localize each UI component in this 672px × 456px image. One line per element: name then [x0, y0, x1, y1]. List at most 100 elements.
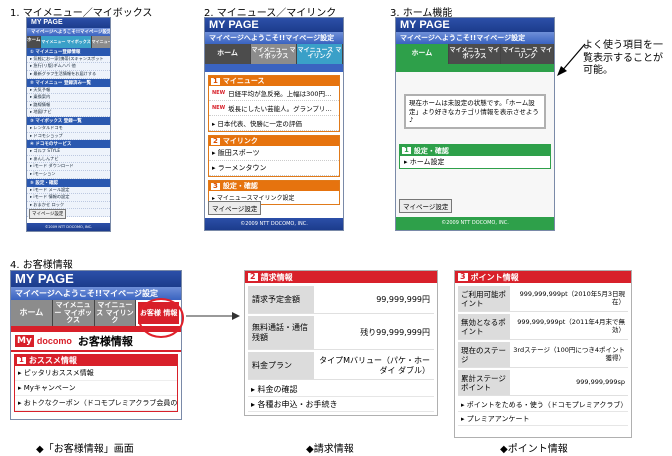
- recommend-item[interactable]: ▸ ピッタリおススメ情報: [15, 366, 177, 382]
- news-text: 日経平均が急反発。上幅は300円…: [228, 90, 332, 99]
- tab-mymenu[interactable]: マイメニュー マイボックス: [41, 35, 92, 48]
- tab-mynews[interactable]: マイニュース マイリンク: [501, 44, 554, 65]
- screen-mymenu: MY PAGE マイページへようこそ!!マイページ設定 ホーム マイメニュー マ…: [26, 17, 111, 232]
- list-group-header: ① マイメニュー登録情報: [27, 47, 110, 56]
- screen-home: MY PAGE マイページへようこそ!!マイページ設定 ホーム マイメニュー マ…: [395, 17, 555, 231]
- list-item[interactable]: ▸ 地図/ナビ: [27, 109, 110, 117]
- recommend-item[interactable]: ▸ Myキャンペーン: [15, 381, 177, 397]
- list-item[interactable]: ▸ おまかせ ロック: [27, 202, 110, 210]
- billing-label: 料金プラン: [248, 352, 314, 379]
- list-item[interactable]: ▸ ドコモショップ: [27, 133, 110, 141]
- settings-list: ▸ マイニュースマイリンク設定: [209, 191, 339, 204]
- list-item[interactable]: ▸ 路線情報: [27, 102, 110, 110]
- new-badge: NEW: [212, 105, 226, 112]
- points-links: ▸ ポイントをためる・使う（ドコモプレミアクラブ）▸ プレミアアンケート: [455, 398, 631, 426]
- caption-mynews: 2. マイニュース／マイリンク: [204, 8, 337, 19]
- billing-link[interactable]: ▸ 料金の確認: [248, 382, 434, 397]
- pointer-arrow-icon: [557, 43, 586, 76]
- points-value: 999,999,999pt（2011年4月末で無効）: [517, 317, 625, 334]
- tab-mymenu[interactable]: マイメニュー マイボックス: [52, 300, 95, 327]
- tab-mynews[interactable]: マイニュース マイリンク: [297, 44, 343, 65]
- home-notice: 現在ホームは未設定の状態です。「ホーム設定」より好きなカテゴリ情報を表示させよう…: [404, 94, 546, 130]
- list-item[interactable]: ▸ 天気予報: [27, 87, 110, 95]
- caption-mymenu: 1. マイメニュー／マイボックス: [10, 8, 153, 19]
- caption-home: 3. ホーム機能: [390, 8, 453, 19]
- news-text: 坂長にしたい芸能人。グランプリ…: [228, 105, 332, 114]
- highlight-circle: [138, 298, 184, 338]
- list-group-header: ④ ドコモのサービス: [27, 140, 110, 149]
- tab-home[interactable]: ホーム: [27, 35, 42, 48]
- brand-logo: MY PAGE: [396, 18, 554, 33]
- points-value: 999,999,999pt（2010年5月3日現在）: [519, 289, 625, 306]
- tab-mynews[interactable]: マイニュース マイリンク: [91, 35, 110, 48]
- settings-button[interactable]: マイページ設定: [208, 201, 262, 215]
- welcome-bar: マイページへようこそ!!マイページ設定: [11, 287, 181, 301]
- tab-home[interactable]: ホーム: [396, 44, 449, 65]
- tab-mymenu[interactable]: マイメニュー マイボックス: [251, 44, 297, 65]
- recommend-item[interactable]: ▸ おトクなクーポン（ドコモプレミアクラブ会員のみ）: [15, 396, 177, 412]
- list-item[interactable]: ▸ iモード 情報の設定: [27, 194, 110, 202]
- copyright: ©2009 NTT DOCOMO, INC.: [27, 223, 110, 231]
- billing-value: 99,999,999円: [376, 294, 430, 304]
- caption-points: ◆ポイント情報: [500, 444, 568, 455]
- tab-mymenu[interactable]: マイメニュー マイボックス: [448, 44, 502, 65]
- tab-mynews[interactable]: マイニュース マイリンク: [94, 300, 137, 327]
- screen-customer: MY PAGE マイページへようこそ!!マイページ設定 ホーム マイメニュー マ…: [10, 270, 182, 420]
- tab-bar: ホーム マイメニュー マイボックス マイニュース マイリンク お客様 情報: [11, 300, 181, 327]
- tab-home[interactable]: ホーム: [205, 44, 251, 65]
- points-value: 3rdステージ（100円につき4ポイント獲得）: [513, 345, 625, 362]
- list-item[interactable]: ▸ iモード ダウンロード: [27, 163, 110, 171]
- list-item[interactable]: ▸ 急行(リ版)ギムハバ 他: [27, 63, 110, 71]
- points-value: 999,999,999sp: [576, 377, 625, 386]
- list-item[interactable]: ▸ あんしんナビ: [27, 156, 110, 164]
- list-item[interactable]: ▸ 最新グラフ生活情報をお届けする: [27, 71, 110, 79]
- tab-home[interactable]: ホーム: [11, 300, 53, 327]
- points-link[interactable]: ▸ ポイントをためる・使う（ドコモプレミアクラブ）: [458, 398, 628, 412]
- settings-item[interactable]: ▸ マイニュースマイリンク設定: [212, 195, 295, 203]
- connector-arrow-icon: [186, 312, 240, 320]
- brand-logo: MY PAGE: [27, 18, 110, 28]
- billing-links: ▸ 料金の確認▸ 各種お申込・お手続き: [245, 382, 437, 412]
- list-group-header: ⑤ 設定・確認: [27, 178, 110, 187]
- settings-button[interactable]: マイページ設定: [29, 209, 67, 219]
- list-item[interactable]: ▸ 気軽にお一家(携帯)スキャンスポット: [27, 56, 110, 64]
- settings-button[interactable]: マイページ設定: [399, 199, 453, 213]
- billing-link[interactable]: ▸ 各種お申込・お手続き: [248, 397, 434, 412]
- billing-value: 残り99,999,999円: [360, 327, 430, 337]
- list-item[interactable]: ▸ iモーション: [27, 171, 110, 179]
- points-label: 累計ステージポイント: [458, 370, 510, 395]
- list-item[interactable]: ▸ レンタルドコモ: [27, 125, 110, 133]
- list-group-header: ② マイメニュー 登録済み一覧: [27, 78, 110, 87]
- my-logo: My: [15, 335, 34, 348]
- link-item[interactable]: ▸ ラーメンタウン: [209, 161, 339, 177]
- list-item[interactable]: ▸ iモード メール設定: [27, 187, 110, 195]
- points-row: 累計ステージポイント 999,999,999sp: [458, 370, 628, 396]
- points-rows: ご利用可能ポイント 999,999,999pt（2010年5月3日現在） 無効となる…: [455, 283, 631, 396]
- tab-bar: ホーム マイメニュー マイボックス マイニュース マイリンク: [27, 35, 110, 48]
- tab-customer[interactable]: お客様 情報: [136, 300, 181, 327]
- points-link[interactable]: ▸ プレミアアンケート: [458, 412, 628, 426]
- list-item[interactable]: ▸ ゴルフ STYLE: [27, 148, 110, 156]
- home-setting-link[interactable]: ▸ ホーム設定: [400, 156, 550, 169]
- billing-label: 無料通話・通信残額: [248, 316, 314, 349]
- points-label: ご利用可能ポイント: [458, 286, 510, 311]
- points-label: 現在のステージ: [458, 342, 510, 367]
- news-item[interactable]: ▸ 日本代表、快勝に一定の評価: [209, 116, 339, 132]
- list-group-header: ③ マイボックス 登録一覧: [27, 116, 110, 125]
- list-item[interactable]: ▸ 乗換案内: [27, 94, 110, 102]
- link-item[interactable]: ▸ 飯田スポーツ: [209, 146, 339, 162]
